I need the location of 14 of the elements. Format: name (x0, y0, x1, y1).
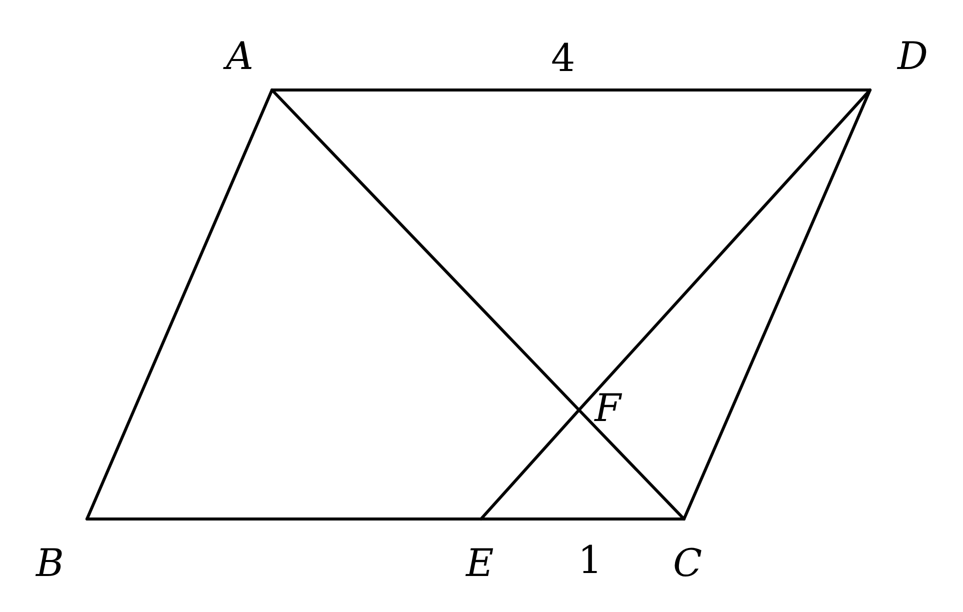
line-segment (578, 408, 686, 520)
point-label: D (898, 36, 928, 76)
point-label: C (673, 543, 702, 583)
line-segment (86, 518, 482, 520)
point-label: B (36, 543, 64, 583)
line-segment (270, 88, 872, 92)
point-label: E (466, 543, 494, 583)
line-segment (480, 408, 580, 520)
line-segment (578, 88, 872, 412)
line-segment (682, 88, 872, 520)
point-label: F (594, 388, 621, 428)
line-segment (270, 88, 580, 412)
line-segment (480, 518, 686, 520)
line-segment (86, 88, 274, 520)
